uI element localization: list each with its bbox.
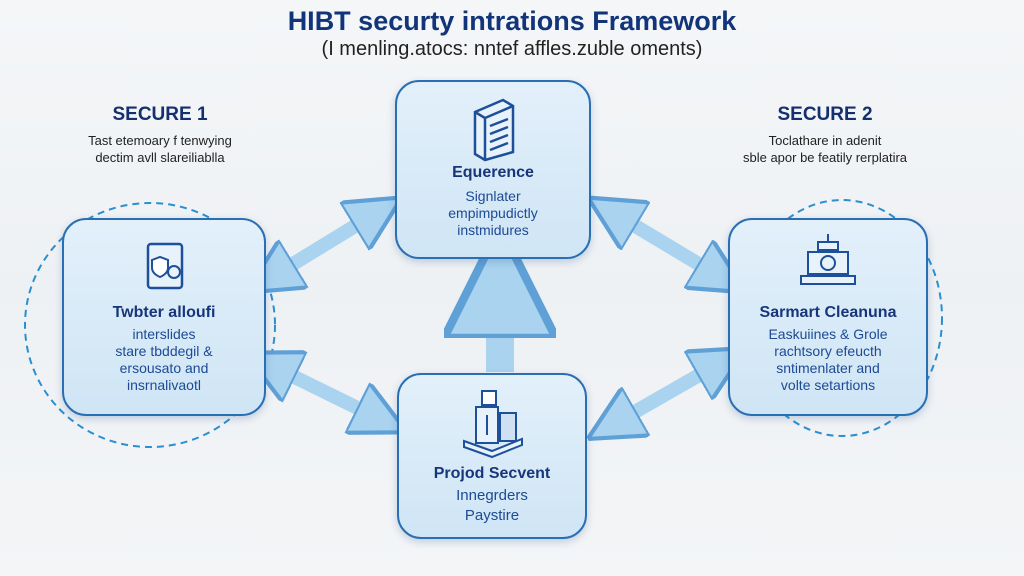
node-right-line: volte setartions <box>780 377 876 393</box>
node-right-line: Easkuiines & Grole <box>768 326 888 342</box>
node-top-line: instmidures <box>457 222 529 238</box>
page-title: HIBT securty intrations Framework <box>287 6 737 36</box>
node-left-line: stare tbddegil & <box>115 343 213 359</box>
node-left-title: Twbter alloufi <box>112 304 216 321</box>
arrow-left-bottom <box>270 365 382 420</box>
secure-2-label: SECURE 2 Toclathare in adenit sble apor … <box>705 104 945 166</box>
arrow-left-top <box>270 212 378 278</box>
node-left-line: interslides <box>132 326 196 342</box>
blockchain-icon <box>800 234 856 285</box>
node-bottom-title: Projod Secvent <box>433 465 551 482</box>
node-right[interactable]: Sarmart Cleanuna Easkuiines & Grole rach… <box>728 218 928 416</box>
node-left[interactable]: Twbter alloufi interslides stare tbddegi… <box>62 218 266 416</box>
node-left-line: insrnalivaotl <box>127 377 201 393</box>
node-bottom-line: Paystire <box>464 507 520 524</box>
secure-1-line: dectim avll slareiliablla <box>95 150 225 165</box>
node-top-line: Signlater <box>465 188 521 204</box>
arrow-right-top <box>612 212 722 278</box>
secure-1-label: SECURE 1 Tast etemoary f tenwying dectim… <box>50 104 270 166</box>
node-top-title: Equerence <box>452 164 534 181</box>
node-bottom[interactable]: Projod Secvent Innegrders Paystire <box>397 373 587 539</box>
secure-document-icon <box>146 242 184 290</box>
node-left-line: ersousato and <box>119 360 209 376</box>
secure-1-line: Tast etemoary f tenwying <box>88 133 232 148</box>
node-right-title: Sarmart Cleanuna <box>759 304 897 321</box>
arrow-right-bottom <box>612 362 722 425</box>
left-dashed-cycle <box>24 202 276 448</box>
hardware-stack-icon <box>463 390 523 459</box>
secure-2-line: Toclathare in adenit <box>768 133 882 148</box>
node-bottom-line: Innegrders <box>456 487 528 504</box>
node-top-line: empimpudictly <box>448 205 538 221</box>
page-subtitle: (I menling.atocs: nntef affles.zuble ome… <box>321 38 703 60</box>
server-icon <box>473 98 515 162</box>
secure-2-line: sble apor be featily rerplatira <box>742 150 908 165</box>
node-right-line: rachtsory efeucth <box>774 343 882 359</box>
node-right-line: sntimenlater and <box>776 360 880 376</box>
secure-1-heading: SECURE 1 <box>112 104 208 125</box>
node-top[interactable]: Equerence Signlater empimpudictly instmi… <box>395 80 591 259</box>
secure-2-heading: SECURE 2 <box>777 104 873 125</box>
